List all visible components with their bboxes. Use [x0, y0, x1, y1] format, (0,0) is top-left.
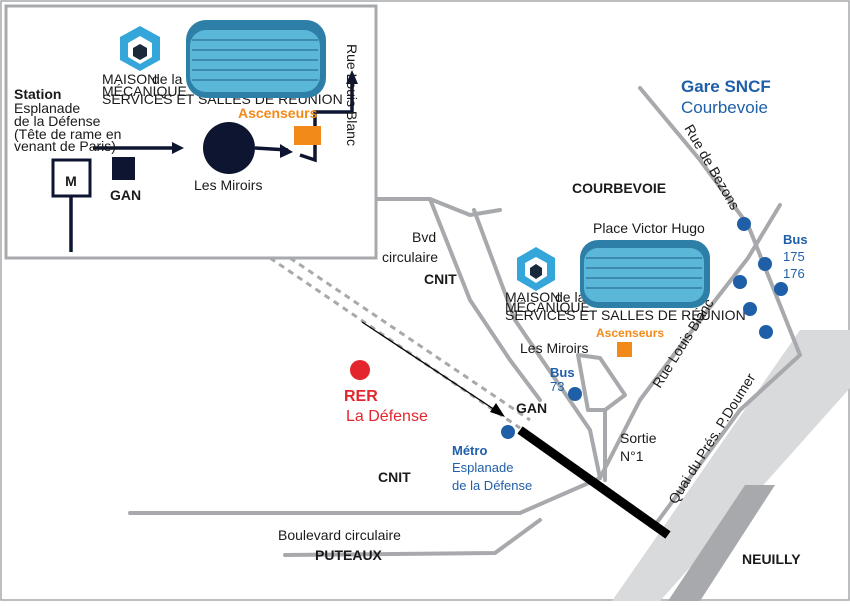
sortie-label: Sortie — [620, 430, 657, 446]
svg-text:MAISON: MAISON — [102, 71, 157, 87]
walking-arrow — [361, 321, 505, 417]
svg-text:de la: de la — [555, 289, 586, 305]
bus-175-176-title: Bus — [783, 232, 808, 247]
inset-station-note2: venant de Paris) — [14, 138, 116, 154]
courbevoie-label: COURBEVOIE — [572, 180, 666, 196]
inset-ascenseurs-label: Ascenseurs — [238, 105, 318, 121]
puteaux-label: PUTEAUX — [315, 547, 383, 563]
place-victor-hugo-label: Place Victor Hugo — [593, 220, 705, 236]
inset-gan-square — [112, 157, 135, 180]
metro-symbol: M — [65, 173, 77, 189]
metro-platform — [517, 426, 671, 539]
bus-176-label: 176 — [783, 266, 805, 281]
inset-ascenseurs-square — [294, 126, 321, 145]
road-miroirs-block — [576, 353, 627, 412]
inset-building-icon — [186, 20, 326, 98]
inset-rue-louis-blanc: Rue Louis Blanc — [344, 44, 360, 146]
inset-route — [69, 82, 354, 252]
esplanade-label: Esplanade — [452, 460, 513, 475]
road-bvd-diagonal — [428, 197, 542, 402]
inset-station-line3: de la Défense — [14, 113, 101, 129]
road-rue-de-bezons — [638, 86, 802, 357]
ascenseurs-square — [617, 342, 632, 357]
road-inner-loop — [472, 208, 602, 480]
ascenseurs-label: Ascenseurs — [596, 326, 664, 340]
cnit-top-label: CNIT — [424, 271, 457, 287]
inset-panel: M GAN Les Miroirs Ascenseurs Rue Louis B… — [4, 4, 378, 260]
courbevoie-station-label: Courbevoie — [681, 98, 768, 117]
de-la-defense-label: de la Défense — [452, 478, 532, 493]
metro-label: Métro — [452, 443, 487, 458]
les-miroirs-label: Les Miroirs — [520, 340, 588, 356]
gan-label: GAN — [516, 400, 547, 416]
bus-175-label: 175 — [783, 249, 805, 264]
bus-stop — [733, 275, 747, 289]
metro-symbol-box — [51, 158, 92, 198]
bus-stop — [759, 325, 773, 339]
bus-stop-73 — [568, 387, 582, 401]
inset-arrow-2 — [280, 144, 293, 158]
rer-label: RER — [344, 388, 378, 405]
inset-station-note1: (Tête de rame en — [14, 126, 121, 142]
sortie-n1-label: N°1 — [620, 448, 644, 464]
road-rue-louis-blanc — [598, 203, 782, 480]
bus-73-label: 73 — [550, 379, 564, 394]
la-defense-label: La Défense — [346, 408, 428, 425]
bvd-label: Bvd — [412, 229, 436, 245]
road-boulevard-lower — [283, 518, 542, 557]
inset-station-title: Station — [14, 86, 61, 102]
svg-text:de la: de la — [152, 71, 183, 87]
inset-station-line2: Esplanade — [14, 100, 80, 116]
main-logo: MAISON de la MÉCANIQUE SERVICES ET SALLE… — [505, 247, 746, 323]
metro-stop-dot — [501, 425, 515, 439]
svg-text:MÉCANIQUE: MÉCANIQUE — [102, 83, 187, 99]
svg-text:MAISON: MAISON — [505, 289, 560, 305]
bus-stops-175-176 — [733, 217, 788, 339]
bus-stop — [743, 302, 757, 316]
bus-73-title: Bus — [550, 365, 575, 380]
bus-stop — [758, 257, 772, 271]
main-building-icon — [580, 240, 710, 308]
inset-arrow-up — [346, 70, 358, 84]
inset-les-miroirs-circle — [203, 122, 255, 174]
svg-text:SERVICES ET SALLES DE RÉUNION: SERVICES ET SALLES DE RÉUNION — [505, 307, 746, 323]
inset-logo: MAISON de la MÉCANIQUE SERVICES ET SALLE… — [102, 26, 343, 107]
cnit-bottom-label: CNIT — [378, 469, 411, 485]
roads — [128, 86, 802, 557]
inset-arrow-1 — [172, 142, 184, 154]
road-bvd-circulaire-top — [376, 197, 502, 217]
river-seine — [612, 330, 850, 601]
road-quai — [653, 353, 802, 527]
gare-sncf-label: Gare SNCF — [681, 77, 771, 96]
circulaire-label: circulaire — [382, 249, 438, 265]
inset-les-miroirs-label: Les Miroirs — [194, 177, 262, 193]
rer-station-dot — [350, 360, 370, 380]
bus-stop — [737, 217, 751, 231]
svg-text:MÉCANIQUE: MÉCANIQUE — [505, 299, 590, 315]
inset-gan-label: GAN — [110, 187, 141, 203]
road-boulevard-circulaire — [128, 476, 602, 515]
neuilly-label: NEUILLY — [742, 551, 801, 567]
boulevard-circulaire-label: Boulevard circulaire — [278, 527, 401, 543]
bus-stop — [774, 282, 788, 296]
rer-tracks — [269, 256, 531, 430]
